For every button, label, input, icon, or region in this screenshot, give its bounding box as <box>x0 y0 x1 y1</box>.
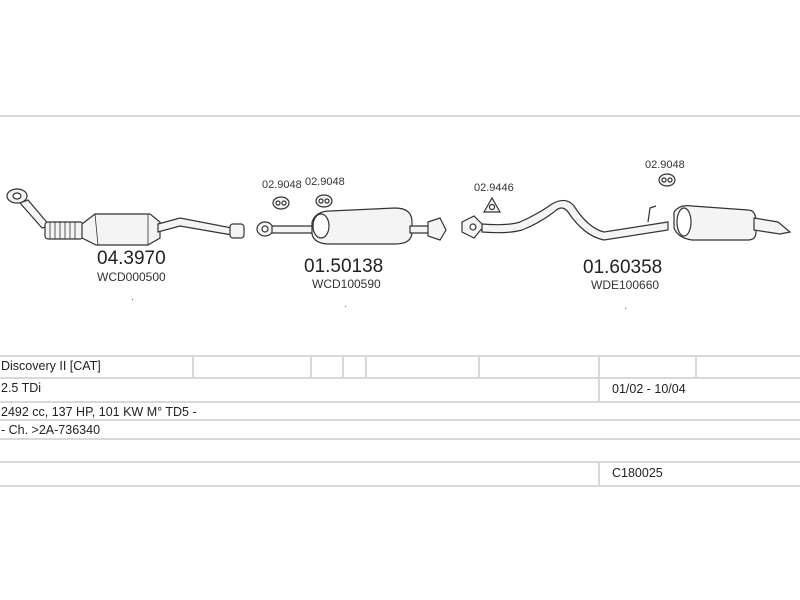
table-col-divider-2 <box>310 355 312 379</box>
table-col-divider-1 <box>192 355 194 379</box>
table-col-divider-3 <box>342 355 344 379</box>
vehicle-specs: 2492 cc, 137 HP, 101 KW M° TD5 - <box>1 405 197 419</box>
vehicle-chassis: - Ch. >2A-736340 <box>1 423 101 437</box>
part-dot-1: · <box>131 294 134 305</box>
part-code-2: WCD100590 <box>312 277 381 291</box>
part-number-3: 01.60358 <box>583 257 662 278</box>
centre-outlet-flange <box>427 217 447 241</box>
tail-pipe <box>753 217 792 235</box>
hanger-label-2: 02.9048 <box>305 176 345 188</box>
rear-pipe <box>481 199 669 241</box>
hanger-label-1: 02.9048 <box>262 179 302 191</box>
table-line-1 <box>0 355 800 357</box>
table-line-3 <box>0 401 800 403</box>
hanger-rubber-1 <box>272 196 290 210</box>
hanger-label-4: 02.9048 <box>645 159 685 171</box>
vehicle-engine: 2.5 TDi <box>1 381 42 395</box>
flex-section <box>44 221 84 240</box>
vehicle-model: Discovery II [CAT] <box>1 359 101 373</box>
part-dot-2: · <box>344 301 347 312</box>
table-col-divider-5 <box>478 355 480 379</box>
rear-silencer-box <box>673 205 757 241</box>
table-col-divider-7 <box>695 355 697 379</box>
part-dot-3: · <box>624 303 627 314</box>
cat-outlet-pipe <box>157 217 233 236</box>
hanger-rubber-2 <box>315 194 333 208</box>
table-line-4 <box>0 419 800 421</box>
cat-outlet-flange <box>229 223 245 239</box>
table-col-divider-6 <box>598 355 600 403</box>
rear-silencer-assembly <box>461 173 792 241</box>
diagram-top-border <box>0 115 800 117</box>
table-line-5 <box>0 438 800 440</box>
hanger-label-3: 02.9446 <box>474 182 514 194</box>
table-line-6 <box>0 461 800 463</box>
part-code-1: WCD000500 <box>97 270 166 284</box>
table-line-7 <box>0 485 800 487</box>
table-line-2 <box>0 377 800 379</box>
rear-hanger-bracket <box>647 205 657 223</box>
vehicle-period: 01/02 - 10/04 <box>612 382 686 396</box>
part-number-2: 01.50138 <box>304 256 383 277</box>
table-col-divider-8 <box>598 461 600 487</box>
part-code-3: WDE100660 <box>591 278 659 292</box>
hanger-rubber-4 <box>658 173 676 187</box>
centre-silencer-assembly <box>256 194 447 245</box>
front-pipe-with-catalyst <box>6 188 245 246</box>
catalyst-body <box>81 213 161 246</box>
catalog-number: C180025 <box>612 466 663 480</box>
table-col-divider-4 <box>365 355 367 379</box>
part-number-1: 04.3970 <box>97 248 166 269</box>
